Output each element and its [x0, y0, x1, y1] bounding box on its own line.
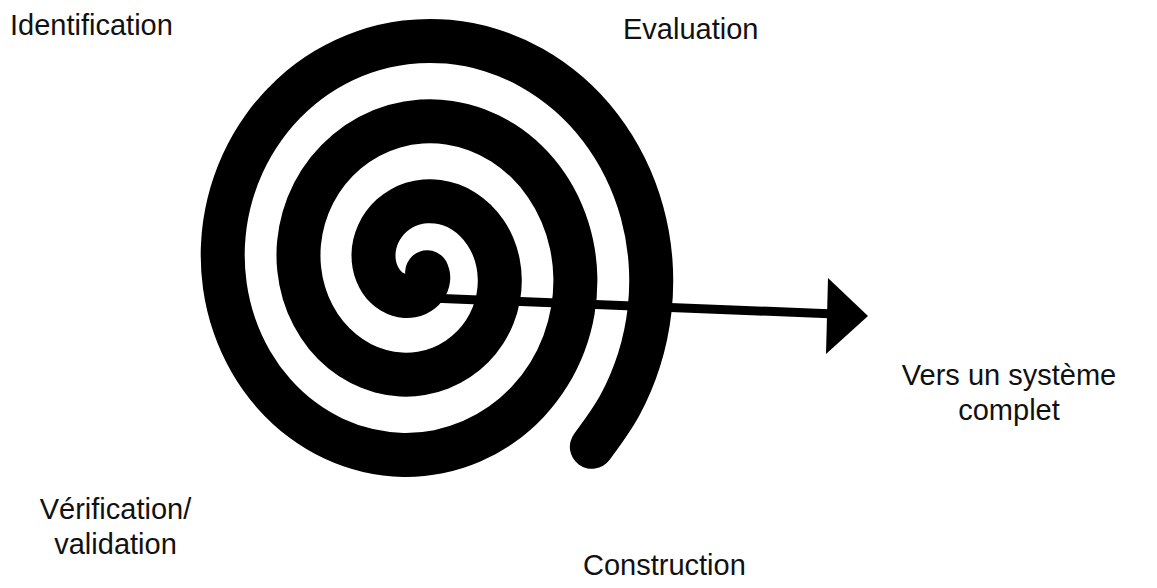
phase-label: Identification — [10, 8, 173, 43]
arrow-head — [826, 278, 868, 354]
arrow-shaft — [430, 298, 835, 314]
phase-label: Vérification/ validation — [8, 492, 223, 562]
phase-label: Evaluation — [623, 12, 758, 47]
goal-label: Vers un système complet — [868, 358, 1150, 428]
phase-label: Construction — [583, 548, 746, 583]
spiral-band — [223, 41, 652, 455]
